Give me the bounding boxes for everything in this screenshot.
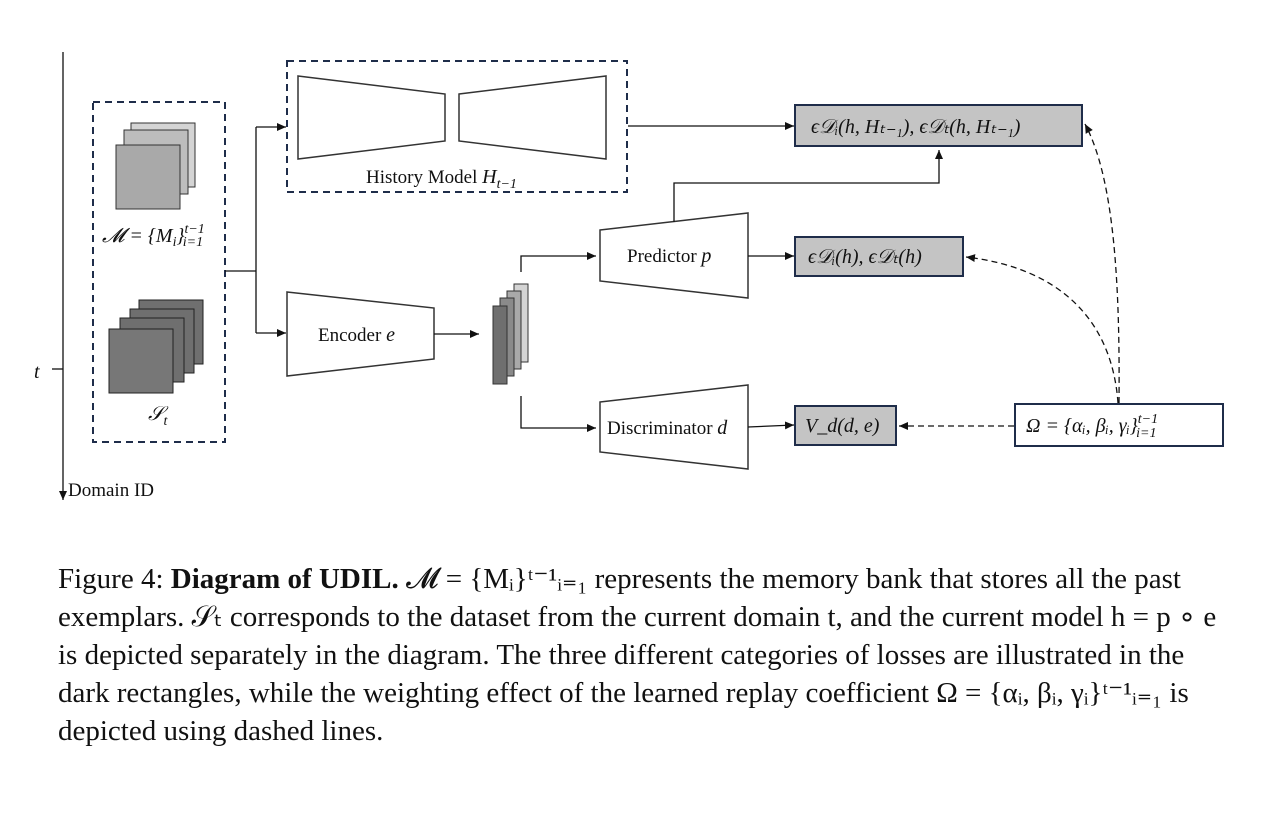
loss-box-history (794, 104, 1083, 147)
figure-caption: Figure 4: Diagram of UDIL. 𝓜 = {Mᵢ}ᵗ⁻¹ᵢ₌… (58, 560, 1218, 750)
encoder-label: Encoder e (318, 324, 395, 346)
data-connector (225, 123, 286, 337)
loss-box-discriminator (794, 405, 897, 446)
loss-history-text: ϵ𝒟ᵢ(h, Hₜ₋₁), ϵ𝒟ₜ(h, Hₜ₋₁) (811, 116, 1021, 138)
domain-axis: t Domain ID (34, 52, 154, 501)
feature-connectors (520, 252, 596, 432)
history-model-box (286, 60, 628, 193)
axis-t-label: t (34, 361, 40, 383)
data-box (92, 101, 226, 443)
predictor-shape (599, 212, 749, 299)
history-encoder-shape (297, 75, 446, 160)
encoder-shape (286, 291, 435, 377)
current-domain-label: 𝒮t (148, 403, 169, 429)
discriminator-label: Discriminator d (607, 417, 728, 439)
history-decoder-shape (458, 75, 607, 160)
current-domain-stack (108, 299, 204, 394)
axis-domain-label: Domain ID (68, 480, 154, 501)
caption-title: Diagram of UDIL. (170, 563, 399, 595)
feature-stack (492, 283, 529, 385)
loss-disc-text: V_d(d, e) (805, 415, 880, 437)
predictor-to-history-loss (673, 150, 943, 222)
omega-box (1014, 403, 1224, 447)
loss-box-predictor (794, 236, 964, 277)
caption-prefix: Figure 4: (58, 563, 171, 595)
discriminator-shape (599, 384, 749, 470)
caption-text: 𝓜 = {Mᵢ}ᵗ⁻¹ᵢ₌₁ represents the memory ban… (58, 563, 1217, 747)
discriminator-to-loss-arrow (747, 421, 795, 430)
weighting-dashed-lines (899, 123, 1120, 430)
loss-predictor-text: ϵ𝒟ᵢ(h), ϵ𝒟ₜ(h) (808, 246, 922, 268)
predictor-label: Predictor p (627, 245, 711, 267)
history-model-label: History Model Ht−1 (366, 166, 517, 192)
memory-bank-stack (115, 122, 196, 210)
